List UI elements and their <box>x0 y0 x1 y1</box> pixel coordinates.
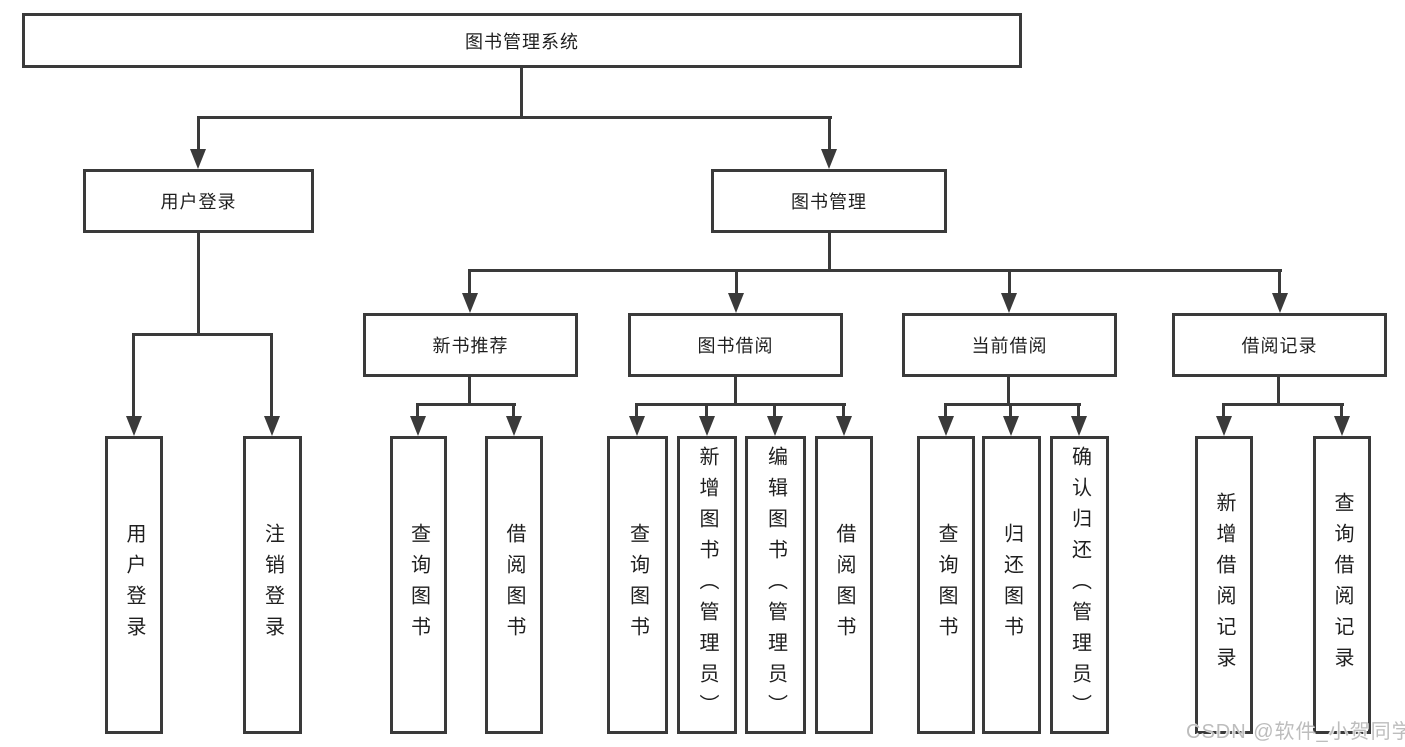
arrow-down-icon <box>728 293 744 313</box>
node-label: 图书管理系统 <box>465 31 579 52</box>
leaf-label: 查询图书 <box>407 523 430 647</box>
node-label: 图书管理 <box>791 192 867 212</box>
connector-stub <box>735 269 738 295</box>
arrow-down-icon <box>629 416 645 436</box>
connector-drop <box>734 377 737 406</box>
leaf-return-books: 归还图书 <box>982 436 1041 734</box>
leaf-label: 新增图书（管理员） <box>696 445 718 725</box>
connector-stub <box>635 403 638 417</box>
arrow-down-icon <box>410 416 426 436</box>
node-label: 当前借阅 <box>971 336 1048 356</box>
leaf-confirm-return-admin: 确认归还（管理员） <box>1050 436 1109 734</box>
connector-stub <box>773 403 776 417</box>
leaf-label: 借阅图书 <box>503 523 525 647</box>
leaf-label: 查询图书 <box>626 523 649 647</box>
leaf-edit-book-admin: 编辑图书（管理员） <box>745 436 806 734</box>
connector-stub <box>1340 403 1343 417</box>
node-current-borrowing: 当前借阅 <box>902 313 1117 377</box>
node-label: 新书推荐 <box>432 336 509 356</box>
connector-stub <box>416 403 419 417</box>
leaf-add-borrow-record: 新增借阅记录 <box>1195 436 1253 734</box>
connector-level2-rail <box>197 116 832 119</box>
node-book-management: 图书管理 <box>711 169 947 233</box>
arrow-down-icon <box>1003 416 1019 436</box>
connector-stub <box>944 403 947 417</box>
connector-rail <box>416 403 516 406</box>
leaf-label: 用户登录 <box>123 523 145 647</box>
csdn-watermark: CSDN @软件_小贺同学 <box>1186 721 1405 743</box>
leaf-label: 查询图书 <box>935 523 957 647</box>
connector-stub <box>842 403 845 417</box>
connector-root-drop <box>520 68 523 118</box>
connector-level3-rail <box>468 269 1282 272</box>
leaf-add-book-admin: 新增图书（管理员） <box>677 436 737 734</box>
node-root-library-system: 图书管理系统 <box>22 13 1022 68</box>
connector-stub <box>1008 269 1011 295</box>
leaf-label: 借阅图书 <box>833 523 855 647</box>
connector-stub <box>270 333 273 417</box>
connector-rail <box>944 403 1081 406</box>
connector-stub <box>468 269 471 295</box>
leaf-label: 查询借阅记录 <box>1331 492 1353 678</box>
arrow-down-icon <box>699 416 715 436</box>
connector-stub <box>1222 403 1225 417</box>
connector-user-login-rail <box>132 333 273 336</box>
connector-stub-user-login <box>197 116 200 152</box>
leaf-label: 归还图书 <box>1000 523 1023 647</box>
arrow-down-icon <box>462 293 478 313</box>
leaf-label: 编辑图书（管理员） <box>764 445 787 725</box>
arrow-down-icon <box>506 416 522 436</box>
leaf-label: 注销登录 <box>261 523 284 647</box>
arrow-down-icon <box>1334 416 1350 436</box>
connector-drop <box>1277 377 1280 406</box>
arrow-down-icon <box>126 416 142 436</box>
node-label: 用户登录 <box>160 192 237 212</box>
leaf-logout: 注销登录 <box>243 436 302 734</box>
connector-stub <box>1077 403 1080 417</box>
connector-rail <box>635 403 846 406</box>
arrow-down-icon <box>938 416 954 436</box>
connector-stub <box>1009 403 1012 417</box>
node-label: 图书借阅 <box>697 336 774 356</box>
node-borrowing-records: 借阅记录 <box>1172 313 1387 377</box>
arrow-down-icon <box>821 149 837 169</box>
leaf-label: 新增借阅记录 <box>1213 492 1235 678</box>
leaf-query-borrow-record: 查询借阅记录 <box>1313 436 1371 734</box>
arrow-down-icon <box>767 416 783 436</box>
arrow-down-icon <box>1071 416 1087 436</box>
node-user-login: 用户登录 <box>83 169 314 233</box>
leaf-borrow-books-recommend: 借阅图书 <box>485 436 543 734</box>
node-new-book-recommend: 新书推荐 <box>363 313 578 377</box>
leaf-label: 确认归还（管理员） <box>1068 445 1091 725</box>
connector-rail <box>1222 403 1344 406</box>
leaf-query-books-recommend: 查询图书 <box>390 436 447 734</box>
node-label: 借阅记录 <box>1241 336 1318 356</box>
arrow-down-icon <box>190 149 206 169</box>
arrow-down-icon <box>1216 416 1232 436</box>
connector-user-login-drop <box>197 233 200 336</box>
connector-stub-book-mgmt <box>828 116 831 152</box>
leaf-user-login: 用户登录 <box>105 436 163 734</box>
arrow-down-icon <box>264 416 280 436</box>
arrow-down-icon <box>1272 293 1288 313</box>
leaf-query-books-borrowing: 查询图书 <box>607 436 668 734</box>
connector-stub <box>132 333 135 417</box>
leaf-borrow-books: 借阅图书 <box>815 436 873 734</box>
connector-book-mgmt-drop <box>828 233 831 272</box>
node-book-borrowing: 图书借阅 <box>628 313 843 377</box>
connector-stub <box>512 403 515 417</box>
connector-drop <box>1007 377 1010 406</box>
connector-drop <box>468 377 471 406</box>
leaf-query-books-current: 查询图书 <box>917 436 975 734</box>
arrow-down-icon <box>1001 293 1017 313</box>
connector-stub <box>1278 269 1281 295</box>
arrow-down-icon <box>836 416 852 436</box>
connector-stub <box>705 403 708 417</box>
